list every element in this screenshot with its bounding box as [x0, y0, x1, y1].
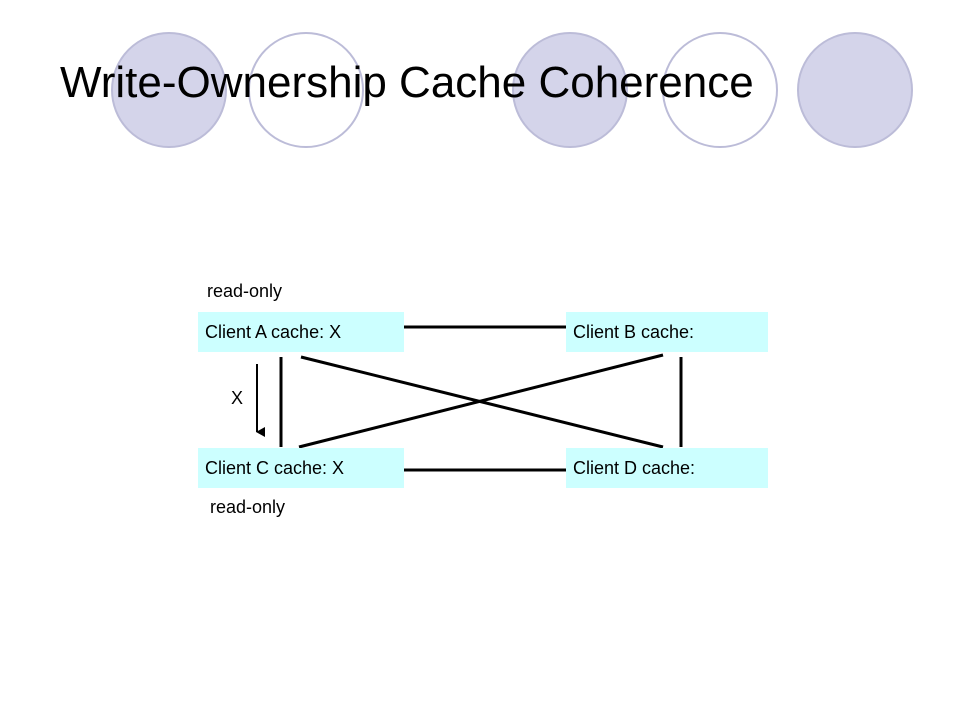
- client-a-cache-node: Client A cache: X: [198, 312, 404, 352]
- client-c-cache-node: Client C cache: X: [198, 448, 404, 488]
- decor-circle-3: [512, 32, 628, 148]
- client-d-cache-node: Client D cache:: [566, 448, 768, 488]
- decor-circle-5: [797, 32, 913, 148]
- decor-circle-2: [248, 32, 364, 148]
- edge-b-c: [298, 353, 664, 449]
- decorative-circles: [111, 32, 913, 148]
- read-only-label-bottom: read-only: [210, 497, 286, 517]
- decor-circle-1: [111, 32, 227, 148]
- client-b-cache-node: Client B cache:: [566, 312, 768, 352]
- slide-title: Write-Ownership Cache Coherence: [60, 58, 754, 107]
- read-only-label-top: read-only: [207, 281, 283, 301]
- decor-circle-4: [662, 32, 778, 148]
- transfer-label: X: [231, 388, 244, 408]
